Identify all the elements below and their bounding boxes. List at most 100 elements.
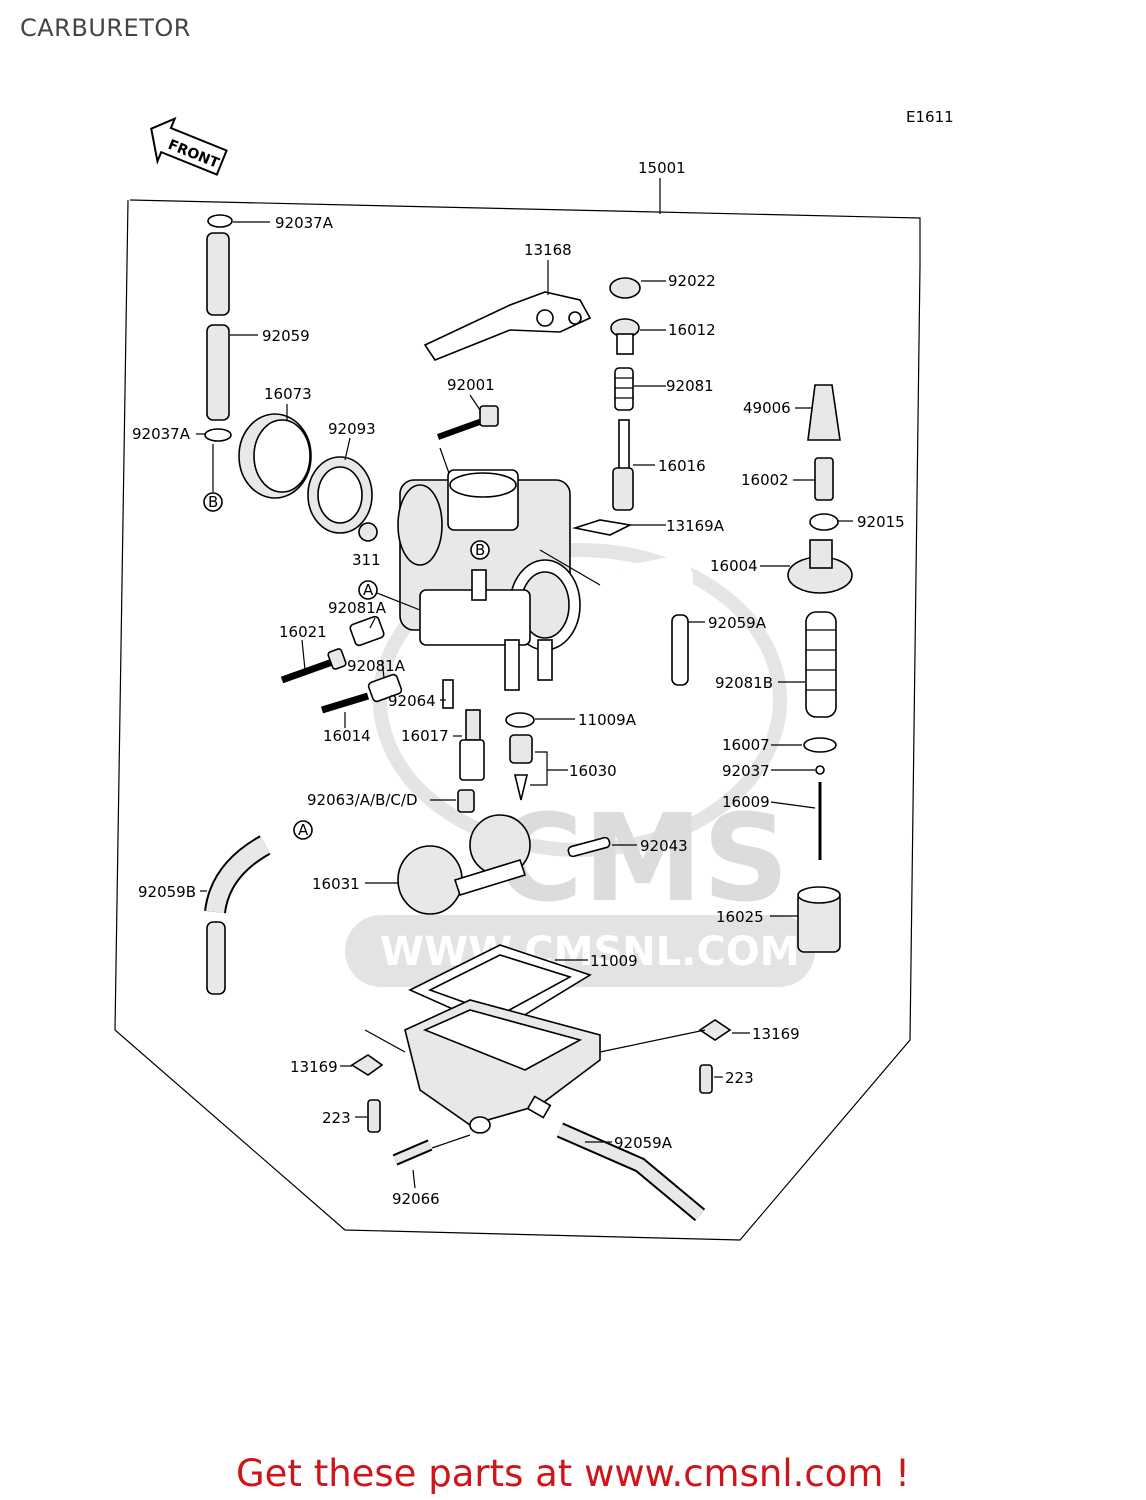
label-92081b: 92081B bbox=[715, 674, 773, 692]
label-92043: 92043 bbox=[640, 837, 688, 855]
nut-92015-icon bbox=[809, 513, 839, 531]
throttle-spring bbox=[614, 367, 634, 411]
drain-screw-92066 bbox=[392, 1139, 433, 1166]
label-16073: 16073 bbox=[264, 385, 312, 403]
label-16009: 16009 bbox=[722, 793, 770, 811]
float-valve bbox=[509, 734, 533, 801]
watermark-logo-text: CMS bbox=[495, 790, 789, 929]
label-92066: 92066 bbox=[392, 1190, 440, 1208]
carburetor-exploded-diagram: CMS WWW.CMSNL.COM FRONT E1611 B bbox=[114, 108, 954, 1241]
label-223-right: 223 bbox=[725, 1069, 754, 1087]
hose-clamp-mid-icon bbox=[204, 428, 232, 442]
label-223-left: 223 bbox=[322, 1109, 351, 1127]
label-16004: 16004 bbox=[710, 557, 758, 575]
screw-223-right-icon bbox=[699, 1064, 713, 1094]
label-11009: 11009 bbox=[590, 952, 638, 970]
float-bowl bbox=[404, 999, 601, 1134]
pilot-screw bbox=[280, 648, 347, 684]
label-92081: 92081 bbox=[666, 377, 714, 395]
callout-a-body-icon bbox=[358, 580, 378, 600]
mixing-chamber-top bbox=[610, 318, 640, 355]
assembly-outline bbox=[114, 199, 921, 1241]
hose-clamp-top-icon bbox=[207, 214, 233, 228]
rubber-cap-icon bbox=[609, 277, 641, 299]
label-16016: 16016 bbox=[658, 457, 706, 475]
label-13169-right: 13169 bbox=[752, 1025, 800, 1043]
label-92064: 92064 bbox=[388, 692, 436, 710]
rubber-boot-49006-icon bbox=[807, 384, 841, 441]
watermark-url-text: WWW.CMSNL.COM bbox=[380, 929, 800, 975]
needle-plate-16007-icon bbox=[803, 737, 837, 753]
clip-92037-icon bbox=[815, 765, 825, 775]
callout-b-left: B bbox=[208, 493, 218, 511]
adjuster-16002-icon bbox=[814, 457, 834, 501]
label-16012: 16012 bbox=[668, 321, 716, 339]
label-92081a-1: 92081A bbox=[328, 599, 387, 617]
label-16017: 16017 bbox=[401, 727, 449, 745]
callout-b-body: B bbox=[475, 541, 485, 559]
callout-b-left-icon bbox=[203, 492, 223, 512]
callout-a-hose-icon bbox=[293, 820, 313, 840]
air-screw-spring-2 bbox=[367, 673, 403, 703]
label-92081a-2: 92081A bbox=[347, 657, 406, 675]
label-16021: 16021 bbox=[279, 623, 327, 641]
main-jet-icon bbox=[457, 789, 475, 813]
label-92059: 92059 bbox=[262, 327, 310, 345]
pilot-jet bbox=[442, 679, 454, 709]
label-16007: 16007 bbox=[722, 736, 770, 754]
callout-b-body-icon bbox=[470, 540, 490, 560]
label-92059a-2: 92059A bbox=[614, 1134, 673, 1152]
lever-plate bbox=[571, 519, 633, 536]
label-92059a-1: 92059A bbox=[708, 614, 767, 632]
label-16002: 16002 bbox=[741, 471, 789, 489]
label-92059b: 92059B bbox=[138, 883, 196, 901]
label-92022: 92022 bbox=[668, 272, 716, 290]
o-ring-11009a-icon bbox=[505, 712, 535, 728]
label-92015: 92015 bbox=[857, 513, 905, 531]
label-16014: 16014 bbox=[323, 727, 371, 745]
label-13169a: 13169A bbox=[666, 517, 725, 535]
leader-lines bbox=[196, 221, 853, 1189]
main-screw bbox=[436, 405, 499, 477]
label-92037a-top: 92037A bbox=[275, 214, 334, 232]
needle-holder bbox=[612, 419, 634, 511]
bracket-right-icon bbox=[698, 1019, 732, 1041]
cap-16004 bbox=[787, 539, 853, 594]
label-92037: 92037 bbox=[722, 762, 770, 780]
label-92037a-mid: 92037A bbox=[132, 425, 191, 443]
label-11009a: 11009A bbox=[578, 711, 637, 729]
label-311: 311 bbox=[352, 551, 381, 569]
callout-a-body: A bbox=[363, 581, 374, 599]
air-screw-spring-1 bbox=[349, 615, 385, 647]
throttle-valve-spring bbox=[805, 611, 837, 718]
fuel-hose bbox=[204, 835, 271, 995]
label-92001: 92001 bbox=[447, 376, 495, 394]
label-15001: 15001 bbox=[638, 159, 686, 177]
throttle-valve-16025 bbox=[797, 886, 841, 953]
throttle-stop-screw bbox=[320, 692, 370, 714]
callout-a-hose: A bbox=[298, 821, 309, 839]
front-arrow-icon: FRONT bbox=[150, 116, 228, 176]
intake-adapter bbox=[238, 413, 312, 499]
label-13168: 13168 bbox=[524, 241, 572, 259]
part-labels: 15001 92037A 92059 16073 92093 92037A 13… bbox=[132, 159, 905, 1208]
intake-o-ring bbox=[307, 456, 373, 534]
needle-jet bbox=[459, 709, 485, 781]
float-pin-icon bbox=[567, 836, 611, 858]
label-16031: 16031 bbox=[312, 875, 360, 893]
vent-hose bbox=[206, 232, 230, 421]
screw-223-left-icon bbox=[367, 1099, 381, 1133]
label-16025: 16025 bbox=[716, 908, 764, 926]
label-16030: 16030 bbox=[569, 762, 617, 780]
carburetor-body bbox=[397, 469, 601, 691]
nut-311-icon bbox=[358, 522, 378, 542]
label-49006: 49006 bbox=[743, 399, 791, 417]
page-title: CARBURETOR bbox=[20, 14, 191, 42]
overflow-hose-upper bbox=[617, 556, 693, 686]
label-13169-left: 13169 bbox=[290, 1058, 338, 1076]
label-92063: 92063/A/B/C/D bbox=[307, 791, 418, 809]
footer-cta-link[interactable]: Get these parts at www.cmsnl.com ! bbox=[235, 1452, 910, 1495]
bracket-left-icon bbox=[350, 1054, 384, 1076]
float bbox=[397, 814, 531, 915]
label-92093: 92093 bbox=[328, 420, 376, 438]
